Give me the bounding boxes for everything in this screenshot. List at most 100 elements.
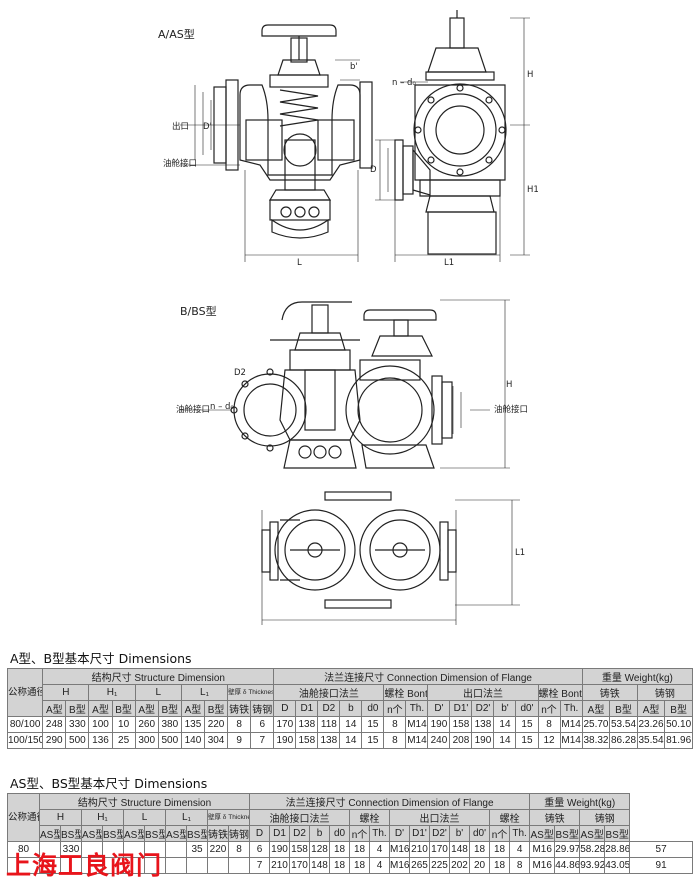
table-cell — [7, 857, 40, 874]
flange-header: 法兰连接尺寸 Connection Dimension of Flange — [273, 668, 583, 685]
dim-H-label: H — [527, 70, 534, 80]
dim-D-label: D — [370, 165, 377, 175]
dn-header: 公称通径DN(mm) — [7, 793, 40, 842]
thickness-header: 壁厚 δ Thickness — [207, 809, 250, 826]
table-cell: 50.10 — [664, 716, 693, 733]
table-cell: 248 — [42, 716, 67, 733]
column-subheader: 铸钢 — [250, 700, 275, 717]
column-subheader: BS型 — [604, 825, 631, 842]
table-cell: 35.54 — [636, 732, 666, 749]
table-cell: 28.86 — [604, 841, 631, 858]
column-subheader: D — [273, 700, 297, 717]
column-subheader: d0 — [329, 825, 350, 842]
column-subheader: D' — [427, 700, 451, 717]
column-subheader: 铸铁 — [227, 700, 252, 717]
table-cell: M14 — [405, 732, 429, 749]
column-subheader: AS型 — [529, 825, 556, 842]
table-cell: 14 — [493, 732, 517, 749]
tank-inlet-label-b-right: 油舱接口 — [494, 405, 529, 415]
table-cell: 138 — [471, 716, 495, 733]
column-subheader: n个 — [349, 825, 370, 842]
column-subheader: Th. — [559, 700, 583, 717]
b-type-front-view — [180, 299, 510, 469]
table-cell — [165, 857, 187, 874]
structure-header: 结构尺寸 Structure Dimension — [39, 793, 250, 810]
column-subheader: Th. — [369, 825, 390, 842]
table-cell: 190 — [273, 732, 297, 749]
dim-Dp-label: D' — [203, 122, 212, 132]
column-subheader: Th. — [405, 700, 429, 717]
table-cell: 138 — [317, 732, 341, 749]
dn-header: 公称通径DN(mm) — [6, 668, 44, 717]
column-subheader: D1' — [449, 700, 473, 717]
outlet-label: 出口 — [172, 122, 190, 132]
table-cell: 18 — [349, 857, 370, 874]
table-cell: 240 — [427, 732, 451, 749]
table-cell: 29.97 — [554, 841, 581, 858]
cast-iron-header: 铸铁 — [581, 684, 638, 701]
dim-H1-label: H1 — [527, 185, 539, 195]
table-cell — [207, 857, 229, 874]
bolt-header-1: 螺栓 — [349, 809, 390, 826]
table-cell: 220 — [207, 841, 229, 858]
table-cell: 260 — [134, 716, 159, 733]
dim-H-label-b: H — [506, 380, 513, 390]
tank-inlet-label-b-left: 油舱接口 — [176, 405, 211, 415]
table-cell: 81.96 — [664, 732, 693, 749]
table-cell: 38.32 — [581, 732, 611, 749]
table-cell: 80/100 — [6, 716, 44, 733]
table-cell: 8 — [508, 857, 531, 874]
b-type-top-view — [261, 491, 520, 625]
column-subheader: n个 — [489, 825, 510, 842]
table-cell — [165, 841, 187, 858]
column-subheader: D2 — [317, 700, 341, 717]
valve-drawings — [180, 10, 530, 625]
outlet-flange-header: 出口法兰 — [427, 684, 539, 701]
table-cell: 190 — [471, 732, 495, 749]
column-subheader: D1 — [269, 825, 290, 842]
table-cell — [228, 857, 250, 874]
table2-title: AS型、BS型基本尺寸 Dimensions — [10, 776, 208, 791]
H-header: H — [39, 809, 82, 826]
table-cell: 18 — [329, 857, 350, 874]
table-cell: M16 — [529, 841, 556, 858]
column-subheader: B型 — [65, 700, 90, 717]
column-subheader: BS型 — [60, 825, 82, 842]
table-cell: 14 — [339, 716, 363, 733]
bolt-header-1: 螺栓 Bont — [383, 684, 429, 701]
table-cell: 35 — [186, 841, 208, 858]
table-cell: 43.05 — [604, 857, 631, 874]
table-cell: 58.28 — [579, 841, 606, 858]
table-cell: 15 — [515, 716, 539, 733]
table-cell: 15 — [361, 732, 385, 749]
table-cell: 7 — [250, 732, 275, 749]
column-subheader: D1' — [409, 825, 430, 842]
table-cell — [186, 857, 208, 874]
weight-header: 重量 Weight(kg) — [529, 793, 631, 810]
table-cell: M14 — [405, 716, 429, 733]
table-cell: M14 — [559, 716, 583, 733]
table-cell: 100 — [88, 716, 113, 733]
table-cell: 202 — [449, 857, 470, 874]
table-cell: 158 — [295, 732, 319, 749]
table-cell: 25.70 — [581, 716, 611, 733]
table-cell: 170 — [273, 716, 297, 733]
table-cell: 170 — [429, 841, 450, 858]
table-cell: 100/150 — [6, 732, 44, 749]
table-cell — [102, 841, 124, 858]
table-cell: 4 — [369, 857, 390, 874]
column-subheader: D2 — [289, 825, 310, 842]
table-cell — [60, 857, 82, 874]
tank-inlet-label: 油舱接口 — [163, 159, 198, 169]
table-cell: 18 — [489, 841, 510, 858]
table-cell: 12 — [537, 732, 561, 749]
column-subheader: n个 — [383, 700, 407, 717]
table-cell: 8 — [383, 716, 407, 733]
column-subheader: BS型 — [554, 825, 581, 842]
cast-iron-header: 铸铁 — [529, 809, 581, 826]
table-cell: 8 — [228, 841, 250, 858]
column-subheader: B型 — [111, 700, 136, 717]
table-cell — [144, 857, 166, 874]
cast-steel-header: 铸钢 — [636, 684, 694, 701]
table-cell: 6 — [249, 841, 270, 858]
